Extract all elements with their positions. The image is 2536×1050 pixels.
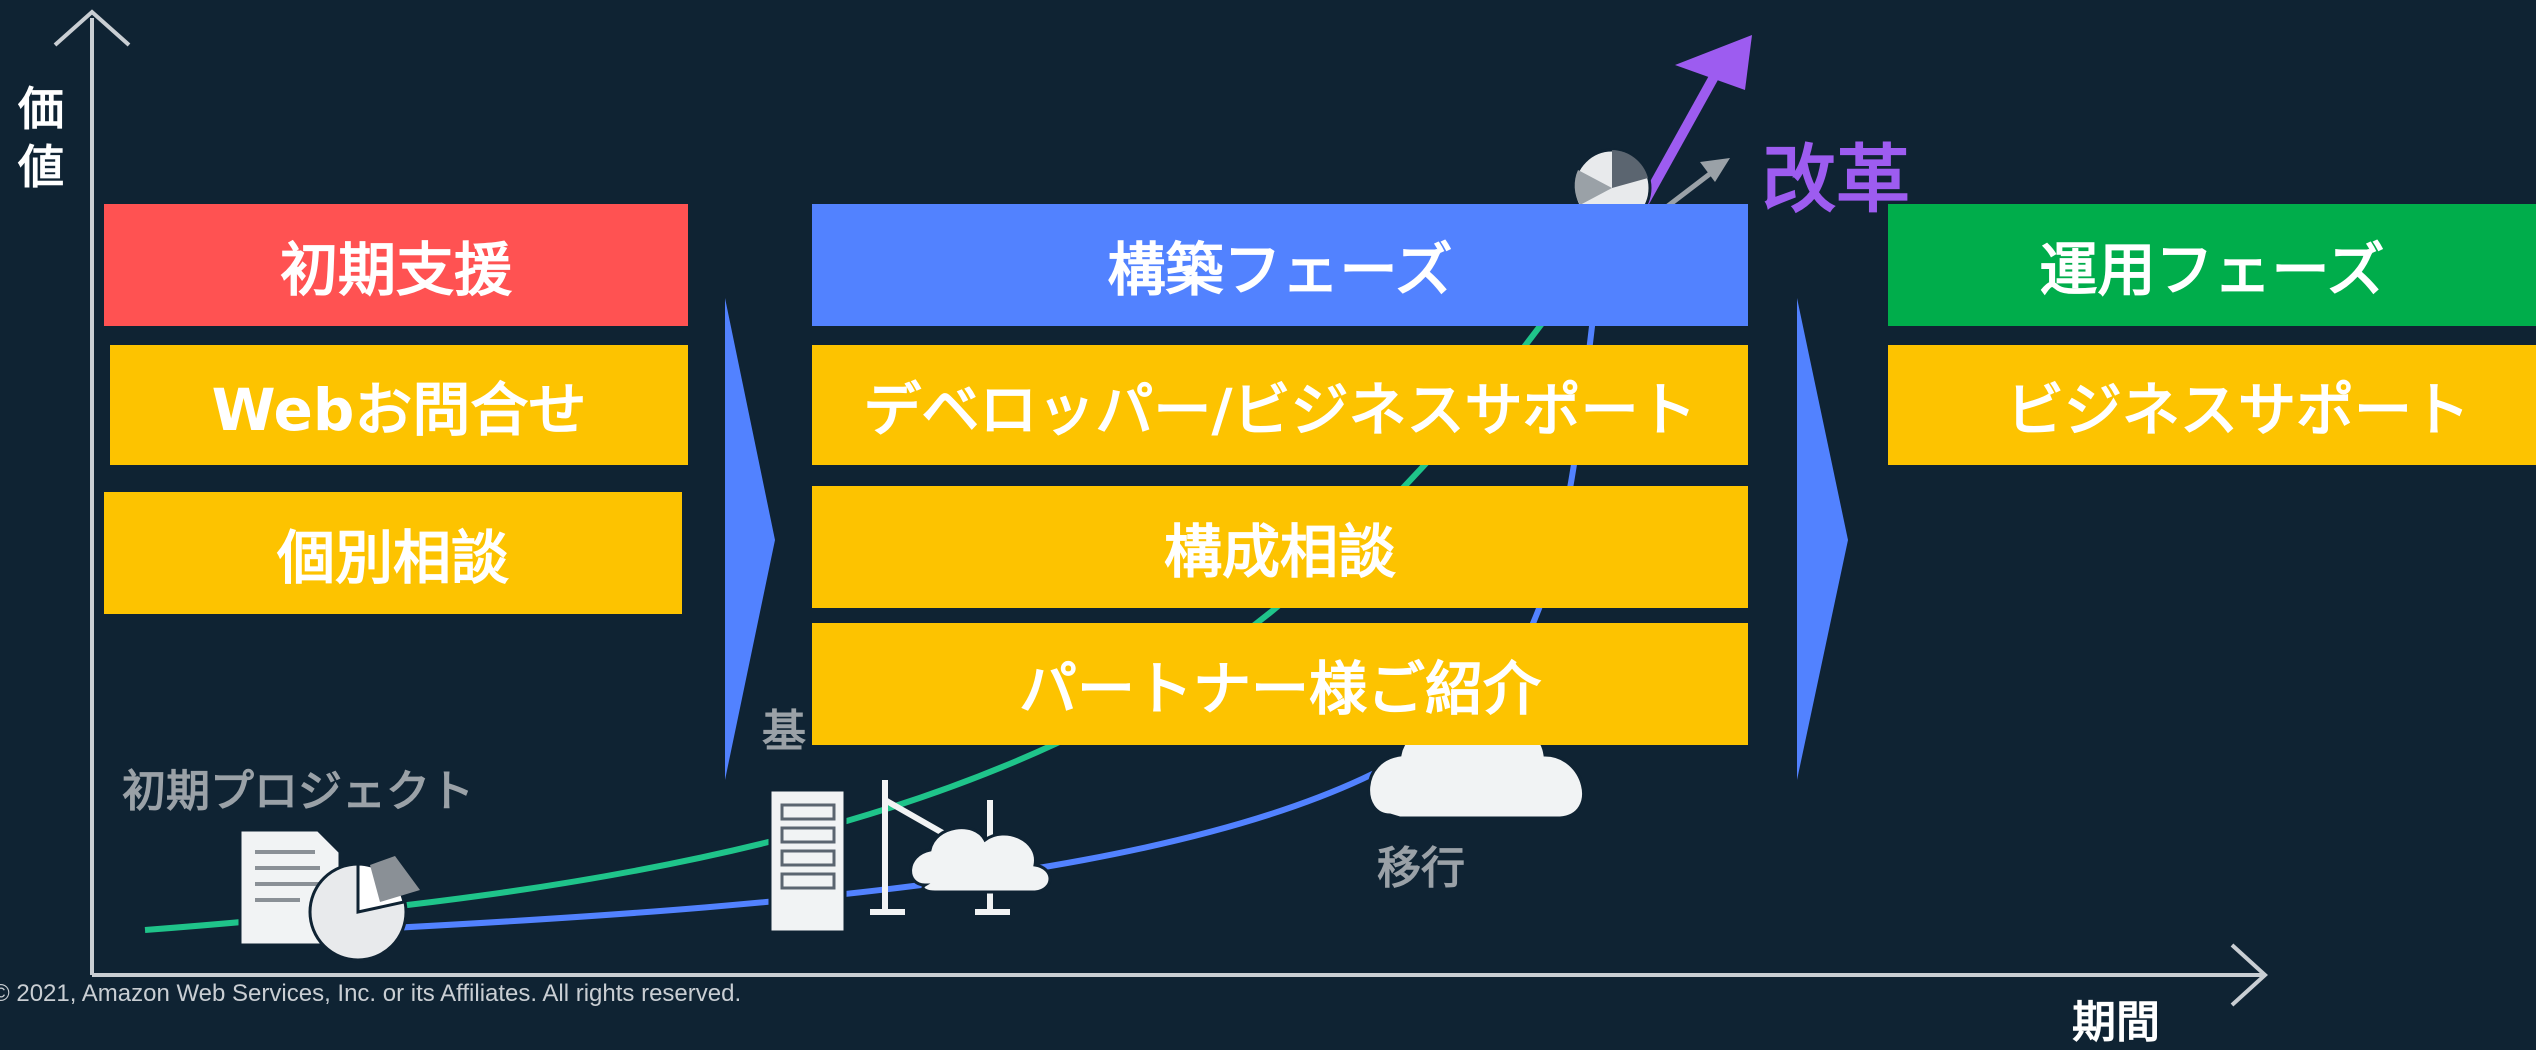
x-axis-label: 期間	[2072, 997, 2160, 1048]
chevron-arrow-1	[725, 298, 775, 780]
item-web-inquiry: Webお問合せ	[110, 345, 688, 465]
stage-label-initial-project: 初期プロジェクト	[122, 766, 474, 817]
cloud-icon	[909, 826, 1052, 894]
item-developer-business-support: デベロッパー/ビジネスサポート	[812, 345, 1748, 465]
chevron-arrow-2	[1797, 298, 1848, 780]
stage-label-migration: 移行	[1377, 843, 1465, 894]
item-business-support: ビジネスサポート	[1888, 345, 2536, 465]
phase-header-initial-support: 初期支援	[104, 204, 688, 326]
y-axis	[53, 9, 131, 975]
copyright-text: © 2021, Amazon Web Services, Inc. or its…	[0, 980, 742, 1007]
innovation-label: 改革	[1762, 137, 1910, 223]
item-architecture-consultation: 構成相談	[812, 486, 1748, 608]
item-partner-introduction: パートナー様ご紹介	[812, 623, 1748, 745]
server-icon	[768, 788, 847, 934]
innovation-arrow	[1635, 35, 1752, 213]
pie-chart-icon	[308, 856, 420, 962]
item-individual-consultation: 個別相談	[104, 492, 682, 614]
x-axis	[92, 943, 2268, 1007]
stage-label-foundation: 基	[762, 706, 806, 757]
phase-header-build: 構築フェーズ	[812, 204, 1748, 326]
phase-header-operate: 運用フェーズ	[1888, 204, 2536, 326]
y-axis-label: 価値	[18, 82, 64, 194]
